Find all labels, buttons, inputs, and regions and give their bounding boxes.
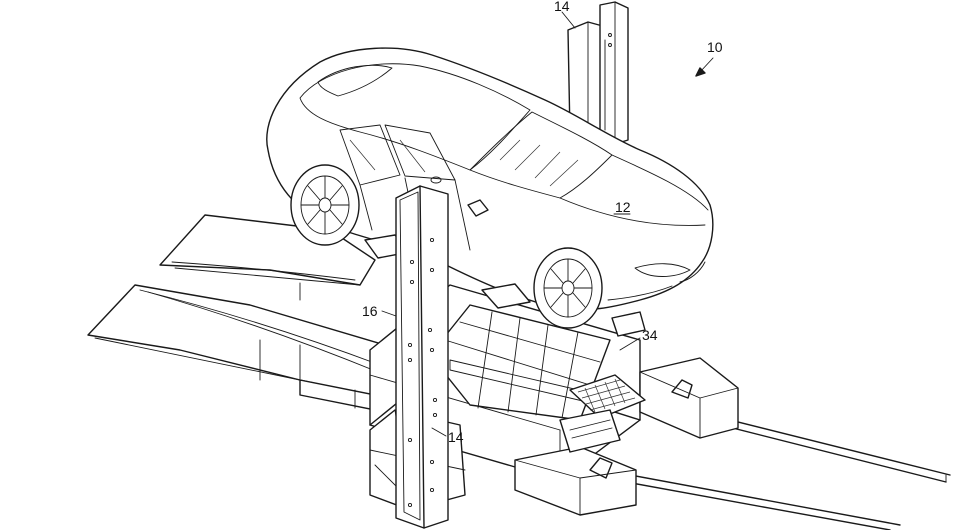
lift-column-front bbox=[395, 176, 449, 529]
lift-column-rear bbox=[567, 1, 629, 149]
ref-label-12: 12 bbox=[615, 199, 631, 215]
leader-lines bbox=[381, 11, 714, 437]
ref-label-10: 10 bbox=[707, 39, 723, 55]
connector-module bbox=[559, 374, 646, 453]
support-block-right-lower bbox=[514, 446, 637, 516]
vehicle bbox=[266, 47, 714, 311]
ref-label-34: 34 bbox=[642, 327, 658, 343]
ramp-lower bbox=[87, 284, 391, 401]
battery-pack bbox=[429, 304, 611, 421]
ref-label-14-top: 14 bbox=[554, 0, 570, 14]
wheel-rear bbox=[290, 164, 360, 246]
support-block-right-upper bbox=[639, 357, 739, 439]
ref-label-16: 16 bbox=[362, 303, 378, 319]
ref-label-14-bottom: 14 bbox=[448, 429, 464, 445]
wheel-front bbox=[533, 247, 603, 329]
